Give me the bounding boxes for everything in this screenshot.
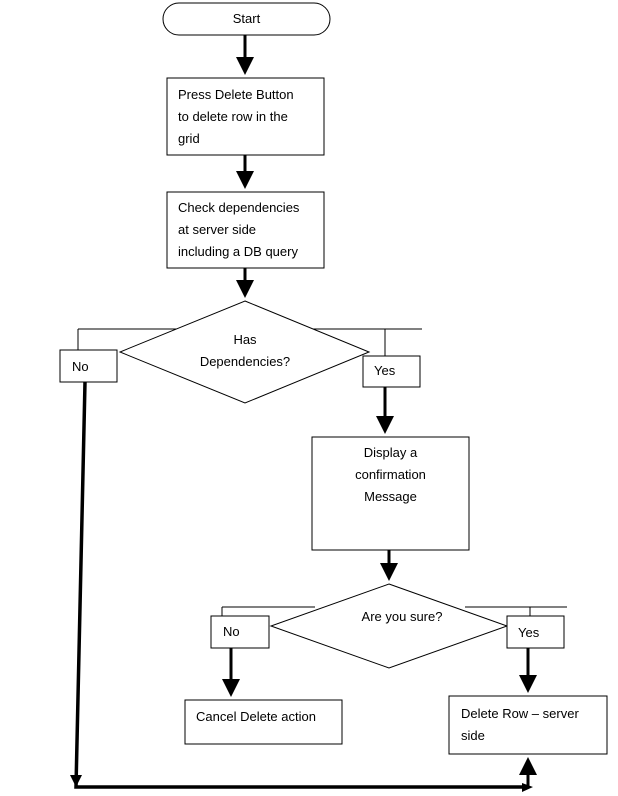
no-label-box-1 bbox=[59, 349, 118, 383]
yes-label-box-2 bbox=[506, 615, 565, 649]
arrowhead-bottom-right bbox=[522, 783, 533, 792]
no-label-box-2 bbox=[210, 615, 270, 649]
has-dependencies-diamond bbox=[118, 300, 371, 404]
check-dependencies-box bbox=[166, 191, 325, 269]
are-you-sure-diamond bbox=[269, 583, 509, 669]
arrowhead-bottom-left bbox=[70, 775, 82, 787]
cancel-delete-box bbox=[184, 699, 343, 745]
press-delete-box bbox=[166, 77, 325, 156]
delete-row-box bbox=[448, 695, 608, 755]
start-terminator bbox=[162, 2, 331, 36]
yes-label-box-1 bbox=[362, 355, 421, 388]
display-confirmation-box bbox=[311, 436, 470, 551]
